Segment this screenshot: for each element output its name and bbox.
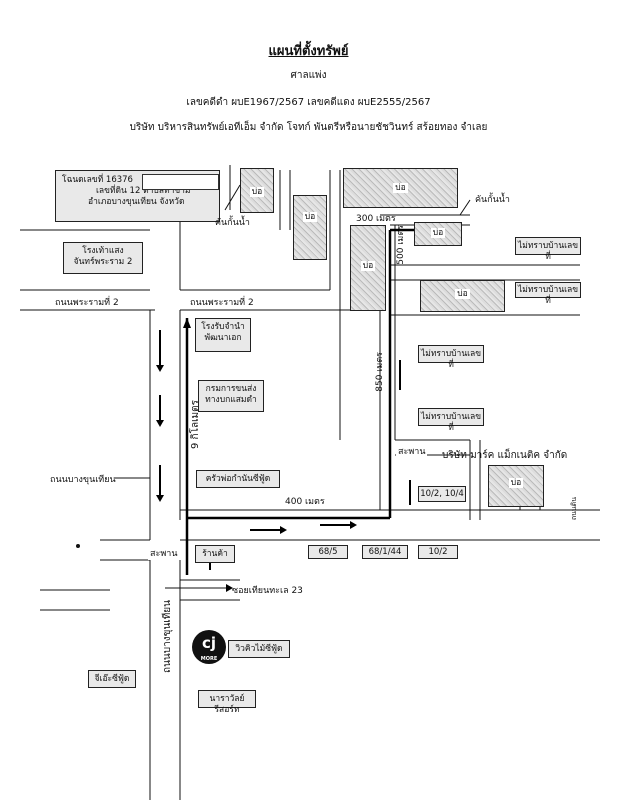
distance-500m: 500 เมตร bbox=[396, 225, 406, 265]
road-bangkhunthian: ถนนบางขุนเทียน bbox=[50, 475, 116, 485]
deed-number: โฉนดเลขที่ 16376 bbox=[62, 175, 133, 185]
house-4: ไม่ทราบบ้านเลขที่ bbox=[418, 408, 484, 433]
place-factory: โรงเท้าแสง จันทร์พระราม 2 bbox=[63, 242, 143, 274]
house-68-1-44: 68/1/44 bbox=[362, 545, 408, 559]
deed-land-number: เลขที่ดิน 12 ตำบลท่าข้าม bbox=[96, 186, 191, 196]
place-chicken: จีเอ๊ะซีฟู้ด bbox=[88, 670, 136, 688]
road-small-label: ถนนดิน bbox=[570, 497, 578, 521]
pond-6: บ่อ bbox=[420, 280, 505, 312]
distance-300m: 300 เมตร bbox=[356, 214, 396, 224]
house-2: ไม่ทราบบ้านเลขที่ bbox=[515, 282, 581, 306]
place-seafood: วิวคิวไม้ซีฟู้ด bbox=[228, 640, 290, 658]
pond-1: บ่อ bbox=[240, 168, 274, 213]
redacted-field bbox=[142, 174, 219, 190]
pond-7: บ่อ bbox=[488, 465, 544, 507]
house-3: ไม่ทราบบ้านเลขที่ bbox=[418, 345, 484, 370]
pond-2: บ่อ bbox=[293, 195, 327, 260]
house-1: ไม่ทราบบ้านเลขที่ bbox=[515, 237, 581, 262]
cj-logo-icon: cj MORE bbox=[192, 630, 226, 664]
house-10-2: 10/2 bbox=[418, 545, 458, 559]
pond-3: บ่อ bbox=[343, 168, 458, 208]
pond-4: บ่อ bbox=[414, 222, 462, 246]
pond-5: บ่อ bbox=[350, 225, 386, 311]
house-10-2-10-4: 10/2, 10/4 bbox=[418, 486, 466, 502]
place-shop: ร้านค้า bbox=[195, 545, 235, 563]
distance-400m: 400 เมตร bbox=[285, 497, 325, 507]
bridge-label-2: สะพาน bbox=[396, 444, 428, 458]
parties-line: บริษัท บริหารสินทรัพย์เอทีเอ็ม จำกัด โจท… bbox=[129, 122, 488, 133]
court-name: ศาลแพ่ง bbox=[290, 70, 327, 81]
road-rama2-right: ถนนพระรามที่ 2 bbox=[190, 298, 254, 308]
road-soi: ซอยเทียนทะเล 23 bbox=[232, 586, 303, 596]
case-numbers: เลขคดีดำ ผบE1967/2567 เลขคดีแดง ผบE2555/… bbox=[186, 97, 431, 108]
place-narawan: นาราวัลย์รีสอร์ท bbox=[198, 690, 256, 715]
deed-district: อำเภอบางขุนเทียน จังหวัด bbox=[88, 197, 185, 207]
house-68-5: 68/5 bbox=[308, 545, 348, 559]
distance-850m: 850 เมตร bbox=[375, 352, 385, 392]
place-kitchen: ครัวพ่อกำนันซีฟู้ด bbox=[196, 470, 280, 488]
page-title: แผนที่ตั้งทรัพย์ bbox=[268, 44, 349, 59]
place-pawnshop: โรงรับจำนำ พัฒนาเอก bbox=[195, 318, 251, 352]
dike-label-1: คันกั้นน้ำ bbox=[215, 218, 250, 228]
place-transport-dept: กรมการขนส่ง ทางบกแสมดำ bbox=[198, 380, 264, 412]
road-bangkhunthian-vertical: ถนนบางขุนเทียน bbox=[162, 600, 173, 673]
bridge-label-1: สะพาน bbox=[148, 546, 180, 560]
company-label: บริษัท มาร์ค แม็กเนติค จำกัด bbox=[442, 450, 568, 461]
dot-mark bbox=[76, 544, 80, 548]
dike-label-2: คันกั้นน้ำ bbox=[475, 195, 510, 205]
road-rama2-left: ถนนพระรามที่ 2 bbox=[55, 298, 119, 308]
